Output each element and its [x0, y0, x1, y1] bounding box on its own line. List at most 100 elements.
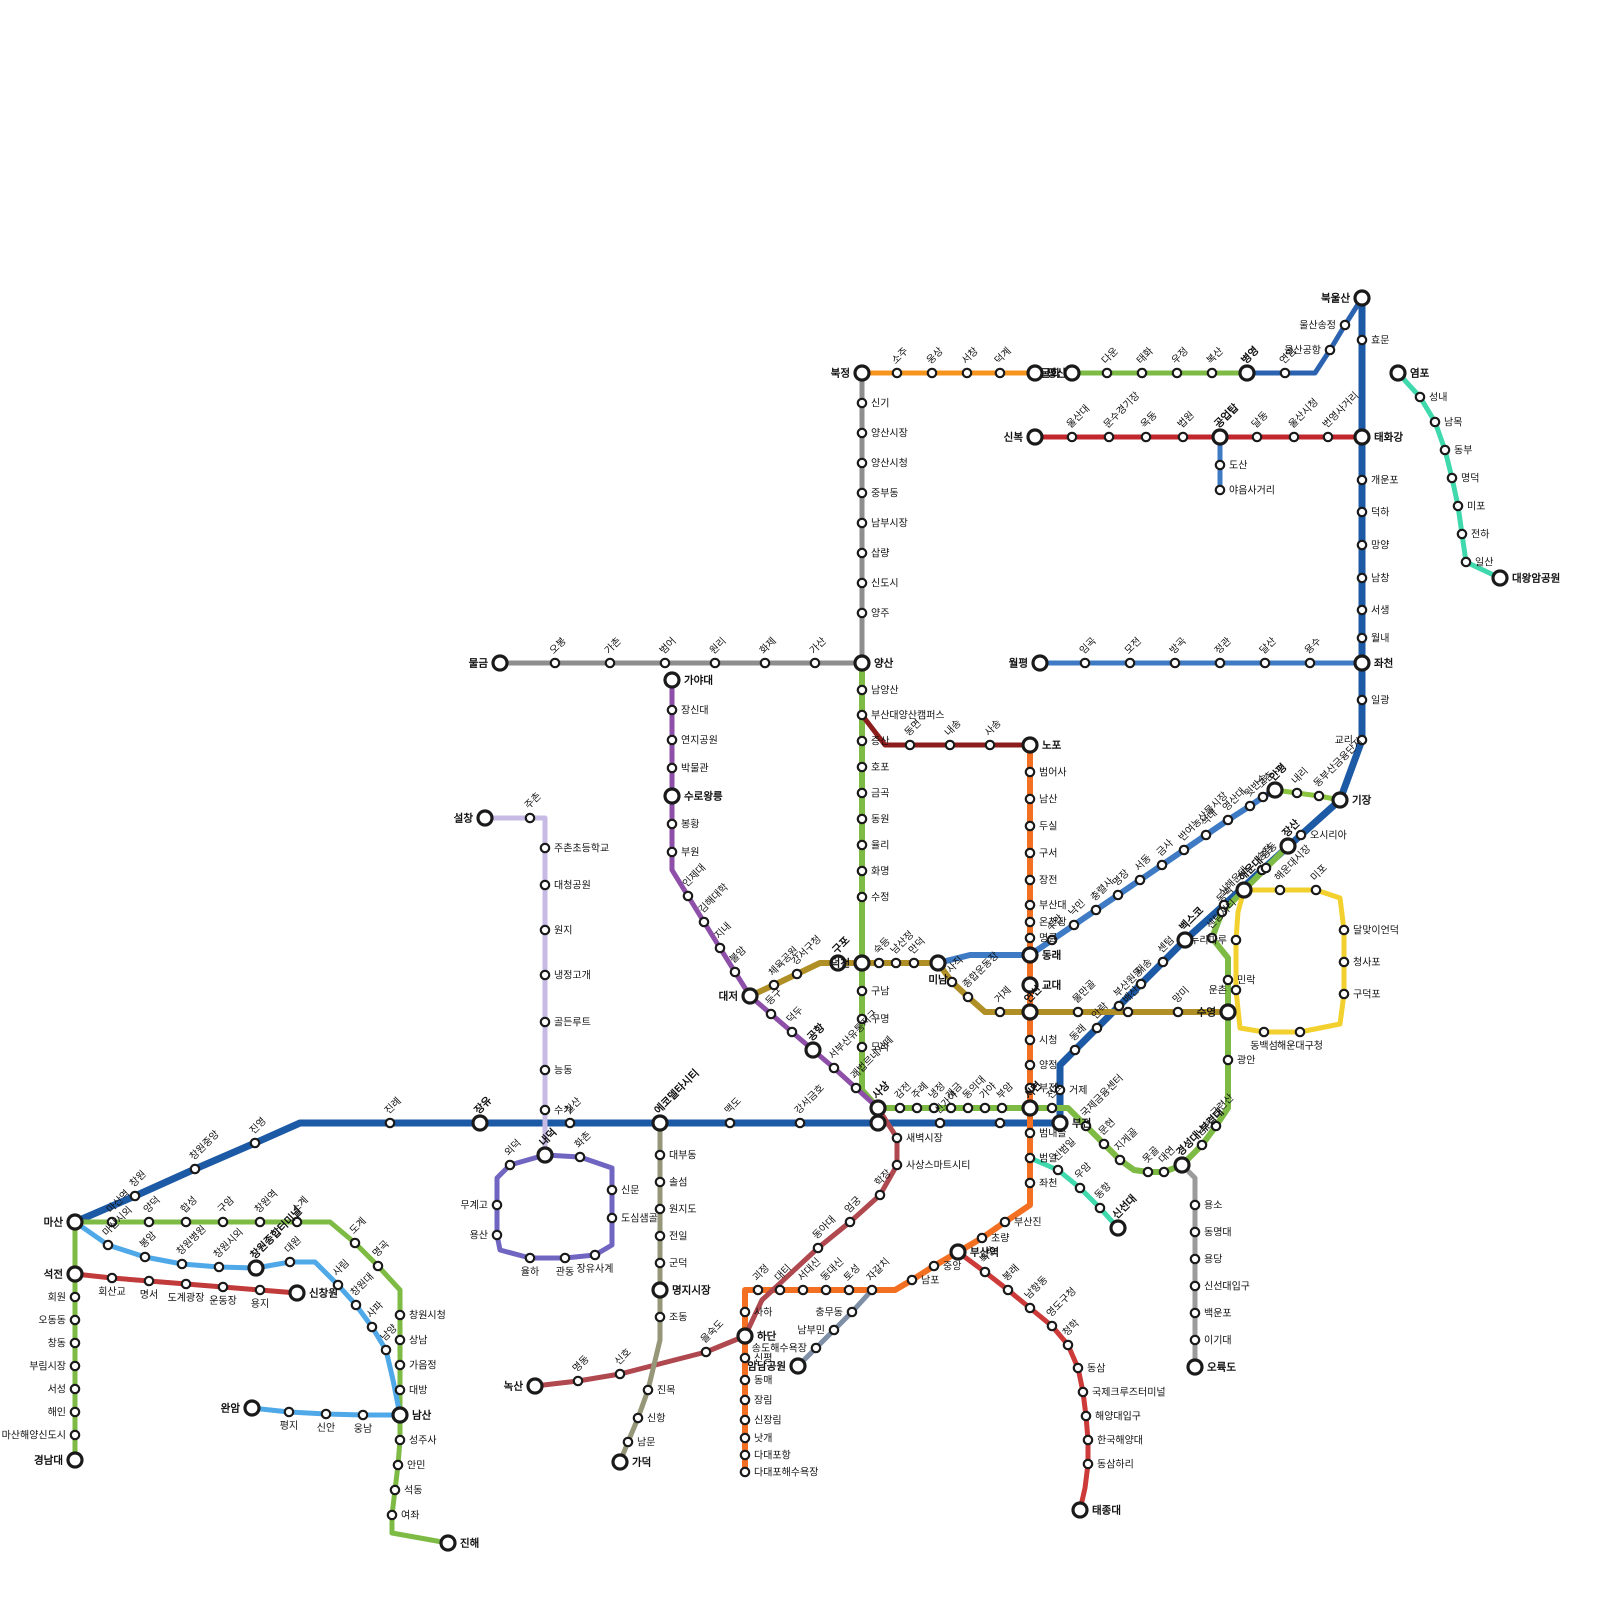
station-서창[interactable]	[961, 367, 973, 379]
station-일광[interactable]	[1356, 694, 1368, 706]
station-우정[interactable]	[1171, 367, 1183, 379]
station-괘법르네시떼[interactable]	[850, 1082, 862, 1094]
station-수영[interactable]	[1219, 1003, 1237, 1021]
station-물만골[interactable]	[1072, 1006, 1084, 1018]
station-웅상[interactable]	[926, 367, 938, 379]
station-남부시장[interactable]	[856, 517, 868, 529]
station-일산[interactable]	[1460, 556, 1472, 568]
station-창원병원[interactable]	[176, 1258, 188, 1270]
station-고촌[interactable]	[1257, 791, 1269, 803]
station-병영[interactable]	[1238, 364, 1256, 382]
station-구암[interactable]	[217, 1216, 229, 1228]
station-망미[interactable]	[1172, 1006, 1184, 1018]
station-여좌[interactable]	[386, 1509, 398, 1521]
station-모라[interactable]	[856, 1041, 868, 1053]
station-진례[interactable]	[384, 1117, 396, 1129]
station-이기대[interactable]	[1189, 1334, 1201, 1346]
station-중앙[interactable]	[928, 1260, 940, 1272]
station-범어[interactable]	[659, 657, 671, 669]
station-맥도[interactable]	[724, 1117, 736, 1129]
station-대부동[interactable]	[654, 1149, 666, 1161]
station-법원[interactable]	[1177, 431, 1189, 443]
station-국제금융센터[interactable]	[1080, 1120, 1092, 1132]
station-정관[interactable]	[1214, 657, 1226, 669]
station-구서[interactable]	[1024, 847, 1036, 859]
station-가야[interactable]	[979, 1102, 991, 1114]
station-덕천[interactable]	[853, 954, 871, 972]
station-숙등[interactable]	[873, 957, 885, 969]
station-북울산[interactable]	[1353, 289, 1371, 307]
station-태화강[interactable]	[1353, 428, 1371, 446]
station-가야대[interactable]	[663, 671, 681, 689]
station-명장[interactable]	[1112, 889, 1124, 901]
station-대티[interactable]	[774, 1284, 786, 1296]
station-센텀시티[interactable]	[1206, 932, 1218, 944]
station-재송[interactable]	[1135, 978, 1147, 990]
station-전포[interactable]	[1046, 1102, 1058, 1114]
station-교리[interactable]	[1356, 734, 1368, 746]
station-못골[interactable]	[1142, 1166, 1154, 1178]
station-명동[interactable]	[572, 1375, 584, 1387]
station-장림[interactable]	[739, 1394, 751, 1406]
station-거제[interactable]	[994, 1006, 1006, 1018]
station-기장[interactable]	[1331, 791, 1349, 809]
station-오봉[interactable]	[549, 657, 561, 669]
station-누리마루[interactable]	[1230, 934, 1242, 946]
station-냉정[interactable]	[928, 1102, 940, 1114]
station-범일[interactable]	[1024, 1152, 1036, 1164]
station-장유사계[interactable]	[589, 1249, 601, 1261]
station-용산[interactable]	[491, 1229, 503, 1241]
station-감전[interactable]	[894, 1102, 906, 1114]
station-안평[interactable]	[1266, 781, 1284, 799]
station-인제대[interactable]	[682, 890, 694, 902]
station-미포[interactable]	[1310, 884, 1322, 896]
station-군덕[interactable]	[654, 1257, 666, 1269]
station-연산[interactable]	[1021, 1003, 1039, 1021]
station-도계광장[interactable]	[180, 1278, 192, 1290]
station-남천[interactable]	[1196, 1139, 1208, 1151]
station-하단[interactable]	[736, 1327, 754, 1345]
station-대저[interactable]	[741, 987, 759, 1005]
station-번영사거리[interactable]	[1322, 431, 1334, 443]
station-해인[interactable]	[69, 1406, 81, 1418]
station-남양[interactable]	[380, 1344, 392, 1356]
station-범어사[interactable]	[1024, 766, 1036, 778]
station-외덕[interactable]	[504, 1159, 516, 1171]
station-동아대[interactable]	[812, 1242, 824, 1254]
station-구남[interactable]	[856, 985, 868, 997]
station-남문[interactable]	[622, 1436, 634, 1448]
station-마산역[interactable]	[106, 1216, 118, 1228]
station-남산정[interactable]	[890, 957, 902, 969]
station-암남공원[interactable]	[789, 1357, 807, 1375]
station-동래[interactable]	[1069, 1044, 1081, 1056]
station-신항[interactable]	[632, 1412, 644, 1424]
station-내덕[interactable]	[536, 1146, 554, 1164]
station-경성대·부경대[interactable]	[1173, 1156, 1191, 1174]
station-동매[interactable]	[739, 1374, 751, 1386]
station-효문[interactable]	[1356, 334, 1368, 346]
station-광안[interactable]	[1222, 1054, 1234, 1066]
station-연암[interactable]	[1279, 367, 1291, 379]
station-벡스코[interactable]	[1176, 931, 1194, 949]
station-송도해수욕장[interactable]	[810, 1342, 822, 1354]
station-부암[interactable]	[996, 1102, 1008, 1114]
station-용당[interactable]	[1189, 1253, 1201, 1265]
station-석동[interactable]	[389, 1484, 401, 1496]
station-소계[interactable]	[291, 1216, 303, 1228]
station-능동[interactable]	[539, 1064, 551, 1076]
station-신창원[interactable]	[288, 1284, 306, 1302]
station-신도시[interactable]	[856, 577, 868, 589]
station-물금[interactable]	[491, 654, 509, 672]
station-다대포해수욕장[interactable]	[739, 1466, 751, 1478]
station-완암[interactable]	[243, 1399, 261, 1417]
station-낙민[interactable]	[1068, 919, 1080, 931]
station-주촌초등학교[interactable]	[539, 842, 551, 854]
station-진목[interactable]	[642, 1384, 654, 1396]
station-가야[interactable]	[994, 1117, 1006, 1129]
station-신안[interactable]	[320, 1408, 332, 1420]
station-신장림[interactable]	[739, 1414, 751, 1426]
station-남산[interactable]	[1024, 793, 1036, 805]
station-안민[interactable]	[392, 1459, 404, 1471]
station-달맞이언덕[interactable]	[1338, 924, 1350, 936]
station-율리[interactable]	[856, 839, 868, 851]
